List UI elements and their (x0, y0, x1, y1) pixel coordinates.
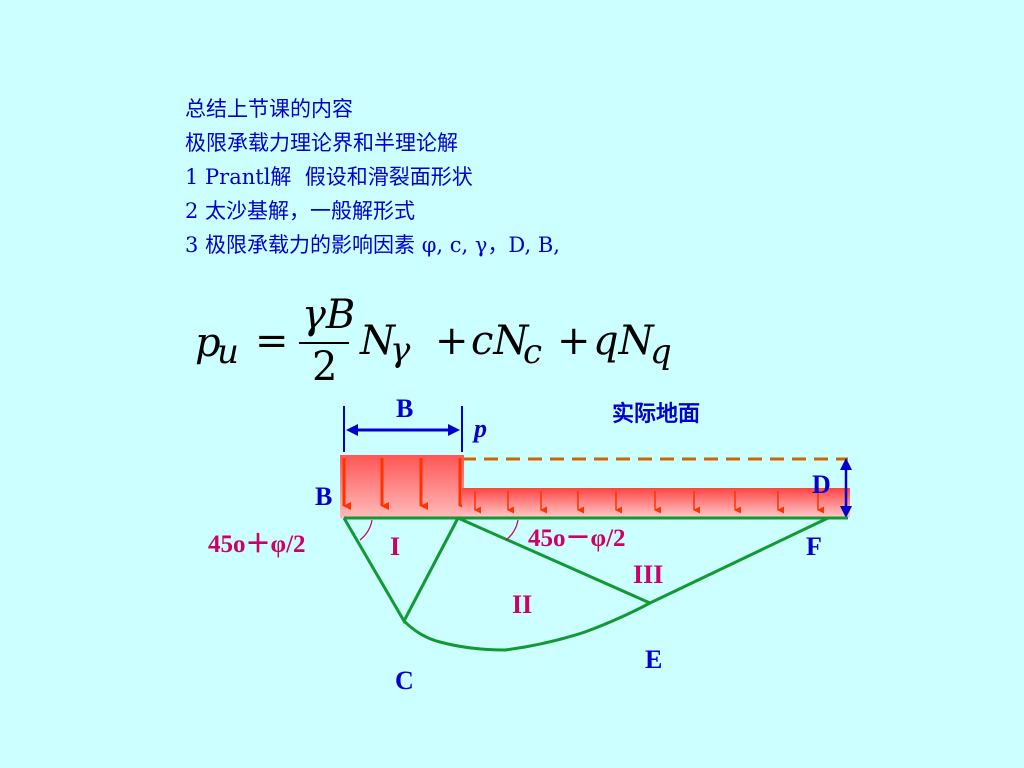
summary-text: 总结上节课的内容 极限承载力理论界和半理论解 1 Prantl解 假设和滑裂面形… (185, 92, 560, 262)
formula-equals: = (255, 318, 289, 364)
summary-line-3: 1 Prantl解 假设和滑裂面形状 (185, 165, 473, 189)
label-pressure-p: p (474, 414, 487, 443)
formula-plus-1: + (435, 318, 469, 364)
foundation-load-arrows (342, 458, 467, 510)
formula-lhs: p (195, 320, 221, 366)
formula-term2-sub: c (523, 332, 543, 372)
formula-term1-sub: γ (390, 330, 411, 370)
formula-lhs-sub: u (217, 332, 239, 372)
formula-numerator: γB (302, 292, 356, 338)
summary-line-5: 3 极限承载力的影响因素 φ, c, γ，D, B, (185, 233, 560, 257)
foundation-load-block (340, 455, 464, 518)
bearing-capacity-formula: p u = γB 2 N γ + cN c + qN q (195, 288, 715, 390)
summary-line-2: 极限承载力理论界和半理论解 (185, 131, 458, 155)
angle-arc-left (359, 519, 373, 541)
formula-term3-sub: q (650, 332, 672, 372)
surcharge-strip (462, 488, 850, 518)
label-point-E: E (645, 645, 663, 674)
summary-line-1: 总结上节课的内容 (185, 97, 353, 121)
label-point-F: F (806, 532, 822, 561)
angle-arc-right (505, 519, 519, 541)
formula-denominator: 2 (312, 344, 338, 390)
width-dimension (343, 406, 463, 452)
label-width-B: B (396, 394, 414, 423)
label-angle-left: 45o＋φ/2 (208, 531, 306, 558)
label-depth-D: D (812, 470, 831, 499)
failure-surface (342, 516, 848, 652)
surcharge-arrows (474, 491, 824, 514)
label-zone-III: III (633, 560, 664, 589)
label-point-B: B (315, 482, 333, 511)
label-actual-ground: 实际地面 (612, 401, 701, 427)
label-point-C: C (395, 666, 414, 695)
formula-term3: qN (593, 318, 654, 364)
depth-dimension (840, 458, 852, 518)
formula-plus-2: + (557, 318, 591, 364)
label-zone-I: I (390, 532, 401, 561)
label-zone-II: II (512, 590, 533, 619)
fraction-bar (299, 342, 349, 344)
summary-line-4: 2 太沙基解，一般解形式 (185, 199, 416, 223)
formula-term1: N (360, 318, 395, 364)
formula-term2: cN (471, 318, 529, 364)
label-angle-right: 45o－φ/2 (528, 525, 626, 552)
